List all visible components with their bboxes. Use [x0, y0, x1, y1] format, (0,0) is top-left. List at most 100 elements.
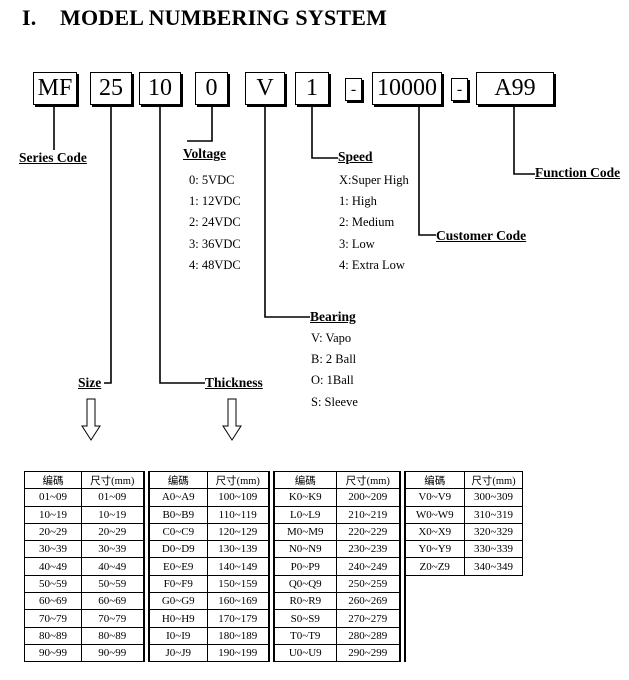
code-cell: 70~79	[24, 609, 82, 628]
bearing-option: O: 1Ball	[311, 373, 354, 388]
code-cell: 01~09	[24, 488, 82, 507]
bearing-options: V: Vapo B: 2 Ball O: 1Ball S: Sleeve	[311, 328, 358, 413]
empty-cell	[465, 644, 523, 661]
bearing-heading: Bearing	[310, 309, 356, 324]
part-size: 25	[90, 72, 132, 105]
empty-cell	[465, 593, 523, 610]
bearing-connector	[264, 106, 310, 318]
size-cell: 160~169	[207, 592, 269, 611]
size-cell: 220~229	[336, 522, 400, 542]
part-series: MF	[33, 72, 77, 105]
size-cell: 310~319	[464, 505, 523, 524]
empty-cell	[405, 593, 465, 610]
size-cell: 50~59	[81, 574, 144, 594]
code-cell: C0~C9	[148, 522, 208, 542]
size-cell: 240~249	[336, 557, 400, 576]
table-header-row: 编碼尺寸(mm)编碼尺寸(mm)编碼尺寸(mm)编碼尺寸(mm)	[24, 470, 523, 662]
size-cell: 330~339	[464, 540, 523, 559]
bearing-option: V: Vapo	[311, 331, 352, 345]
group-separator	[398, 471, 406, 662]
thickness-heading: Thickness	[205, 375, 263, 390]
code-cell: 90~99	[24, 643, 82, 663]
function-code-heading: Function Code	[535, 165, 621, 180]
size-cell: 190~199	[207, 643, 269, 663]
column-header-code: 编碼	[148, 470, 208, 490]
size-cell: 60~69	[81, 592, 144, 611]
customer-code-heading: Customer Code	[436, 228, 527, 243]
empty-cell	[465, 575, 523, 592]
column-header-size: 尺寸(mm)	[207, 470, 269, 490]
code-cell: F0~F9	[148, 574, 208, 594]
column-header-size: 尺寸(mm)	[336, 470, 400, 490]
group-separator	[267, 471, 275, 662]
voltage-connector	[187, 106, 213, 142]
size-cell: 270~279	[336, 609, 400, 628]
section-number: I.	[22, 5, 37, 30]
group-separator	[142, 471, 150, 662]
code-cell: K0~K9	[273, 488, 337, 507]
size-cell: 110~119	[207, 505, 269, 524]
speed-option: 1: High	[339, 194, 377, 209]
voltage-option: 3: 36VDC	[189, 236, 241, 251]
size-cell: 01~09	[81, 488, 144, 507]
code-cell: D0~D9	[148, 540, 208, 559]
code-cell: 10~19	[24, 505, 82, 524]
speed-option: 3: Low	[339, 236, 375, 251]
code-cell: 30~39	[24, 540, 82, 559]
code-cell: M0~M9	[273, 522, 337, 542]
part-speed: 1	[295, 72, 329, 105]
dash-separator-2: -	[451, 78, 468, 101]
code-cell: J0~J9	[148, 643, 208, 663]
page-title: I.MODEL NUMBERING SYSTEM	[22, 5, 387, 31]
voltage-heading: Voltage	[183, 146, 226, 161]
code-cell: W0~W9	[404, 505, 465, 524]
size-cell: 250~259	[336, 574, 400, 594]
size-cell: 200~209	[336, 488, 400, 507]
code-cell: X0~X9	[404, 522, 465, 542]
code-cell: E0~E9	[148, 557, 208, 576]
code-cell: S0~S9	[273, 609, 337, 628]
voltage-option: 0: 5VDC	[189, 173, 235, 187]
size-cell: 320~329	[464, 522, 523, 542]
code-cell: B0~B9	[148, 505, 208, 524]
thickness-connector	[159, 106, 205, 384]
column-header-code: 编碼	[24, 470, 82, 490]
size-connector	[104, 106, 112, 384]
size-cell: 300~309	[464, 488, 523, 507]
code-cell: Y0~Y9	[404, 540, 465, 559]
size-cell: 80~89	[81, 626, 144, 645]
size-cell: 210~219	[336, 505, 400, 524]
size-cell: 40~49	[81, 557, 144, 576]
size-arrow-icon	[81, 398, 101, 442]
speed-connector	[311, 106, 338, 159]
voltage-option: 2: 24VDC	[189, 215, 241, 230]
code-cell: U0~U9	[273, 643, 337, 663]
empty-cell	[465, 610, 523, 627]
code-cell: R0~R9	[273, 592, 337, 611]
bearing-option: B: 2 Ball	[311, 352, 357, 367]
speed-option: X:Super High	[339, 173, 409, 187]
part-function: A99	[476, 72, 554, 105]
size-cell: 20~29	[81, 522, 144, 542]
size-cell: 170~179	[207, 609, 269, 628]
part-voltage: 0	[195, 72, 228, 105]
empty-cell	[405, 627, 465, 644]
empty-cell	[405, 644, 465, 661]
size-cell: 10~19	[81, 505, 144, 524]
size-cell: 90~99	[81, 643, 144, 663]
size-cell: 150~159	[207, 574, 269, 594]
size-heading: Size	[78, 375, 102, 390]
speed-option: 4: Extra Low	[339, 257, 405, 272]
size-cell: 340~349	[464, 557, 523, 576]
size-cell: 70~79	[81, 609, 144, 628]
size-cell: 100~109	[207, 488, 269, 507]
code-cell: G0~G9	[148, 592, 208, 611]
